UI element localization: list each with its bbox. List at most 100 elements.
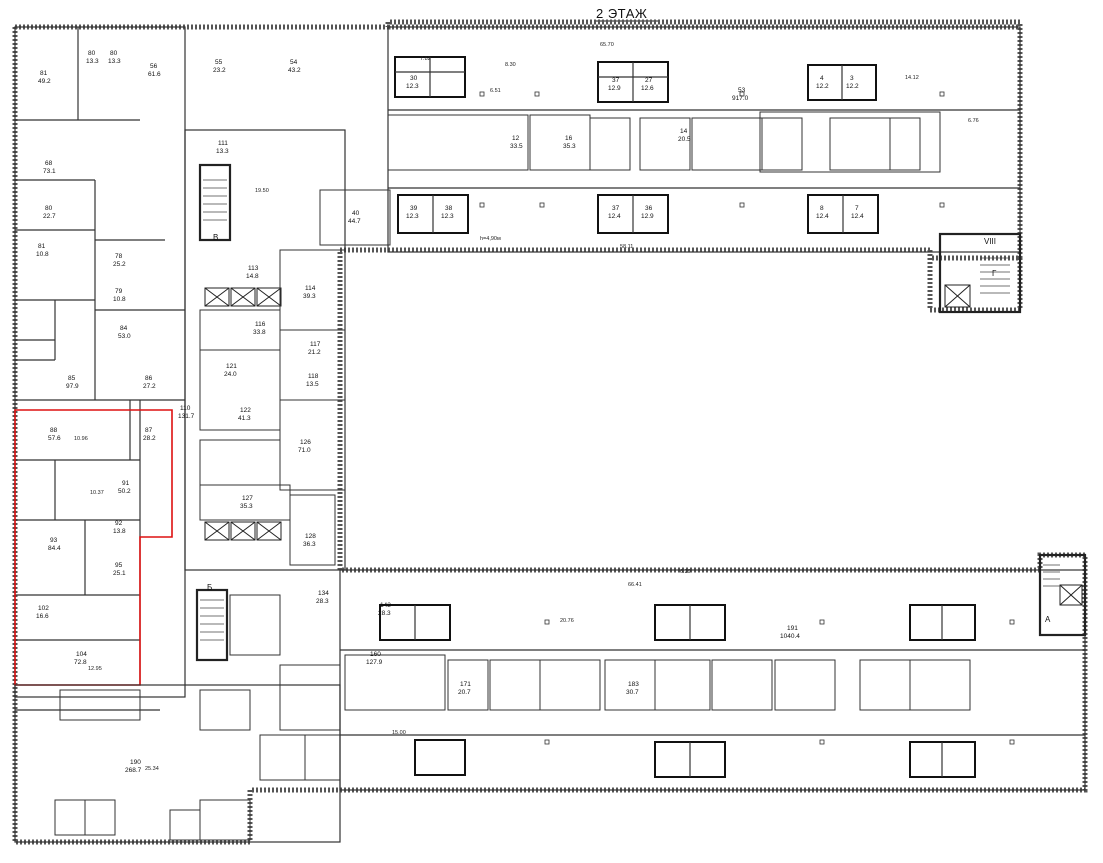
- room-area: 917.0: [732, 95, 749, 102]
- room-area: 13.5: [306, 381, 319, 388]
- dimension: 10.96: [74, 436, 88, 442]
- room-area: 28.3: [316, 598, 329, 605]
- room-number: 110: [180, 405, 191, 412]
- room-number: 53: [738, 87, 746, 94]
- room-number: 126: [300, 439, 311, 446]
- floor-title: 2 ЭТАЖ: [596, 6, 647, 21]
- room-number: 4: [820, 75, 824, 82]
- highlight-zone: [14, 409, 173, 686]
- dimension: 15.00: [392, 730, 406, 736]
- room-area: 28.2: [143, 435, 156, 442]
- room-area: 33.8: [253, 329, 266, 336]
- room-number: 37: [612, 77, 620, 84]
- dimension-labels: 65.70 14.12 6.76 58.11 66.41 20.76 25.34…: [74, 42, 979, 772]
- room-number: 91: [122, 480, 130, 487]
- room-area: 13.3: [108, 58, 121, 65]
- room-number: 102: [38, 605, 49, 612]
- dimension: 19.50: [255, 188, 269, 194]
- room-number: 7: [855, 205, 859, 212]
- room-number: 79: [115, 288, 123, 295]
- room-area: 44.7: [348, 218, 361, 225]
- room-number: 55: [215, 59, 223, 66]
- room-area: 27.2: [143, 383, 156, 390]
- room-number: 88: [50, 427, 58, 434]
- dimension: 6.29: [680, 569, 691, 575]
- room-number: 38: [445, 205, 453, 212]
- central-core: B: [184, 129, 346, 571]
- room-area: 33.5: [510, 143, 523, 150]
- dimension: 66.41: [628, 582, 642, 588]
- room-area: 13.3: [86, 58, 99, 65]
- room-number: 111: [218, 140, 228, 147]
- dimension: 6.51: [490, 88, 501, 94]
- room-area: 97.9: [66, 383, 79, 390]
- dimension: 7.82: [420, 56, 431, 62]
- room-area: 30.7: [626, 689, 639, 696]
- room-number: 121: [226, 363, 237, 370]
- room-number: 95: [115, 562, 123, 569]
- southwest-wing: Б: [14, 583, 341, 843]
- room-area: 49.2: [38, 78, 51, 85]
- room-area: 1040.4: [780, 633, 800, 640]
- room-number: 113: [248, 265, 259, 272]
- room-area: 61.6: [148, 71, 161, 78]
- room-area: 10.8: [36, 251, 49, 258]
- room-number: 122: [240, 407, 251, 414]
- room-area: 24.0: [224, 371, 237, 378]
- room-number: 39: [410, 205, 418, 212]
- room-number: 80: [88, 50, 96, 57]
- room-number: 40: [352, 210, 360, 217]
- room-area: 12.4: [608, 213, 621, 220]
- room-number: 3: [850, 75, 854, 82]
- room-number: 36: [645, 205, 653, 212]
- room-area: 13.3: [216, 148, 229, 155]
- south-wing: A: [339, 553, 1087, 791]
- room-area: 12.9: [641, 213, 654, 220]
- room-number: 104: [76, 651, 87, 658]
- west-wing: [14, 26, 186, 698]
- dimension: 58.11: [620, 244, 633, 250]
- room-area: 12.3: [441, 213, 454, 220]
- room-area: 268.7: [125, 767, 142, 774]
- block-label-viii: VIII: [984, 237, 996, 246]
- room-number: 117: [310, 341, 321, 348]
- room-area: 12.2: [816, 83, 829, 90]
- room-number: 54: [290, 59, 298, 66]
- room-area: 21.2: [308, 349, 321, 356]
- room-area: 12.3: [406, 83, 419, 90]
- stair-viii: VIII Г: [938, 232, 1022, 314]
- room-area: 20.5: [678, 136, 691, 143]
- room-area: 57.6: [48, 435, 61, 442]
- room-number: 86: [145, 375, 153, 382]
- dimension: 8.30: [505, 62, 516, 68]
- room-number: 12: [512, 135, 520, 142]
- room-number: 84: [120, 325, 128, 332]
- room-area: 23.2: [213, 67, 226, 74]
- dimension: 6.76: [968, 118, 979, 124]
- room-number: 85: [68, 375, 76, 382]
- room-number: 80: [110, 50, 118, 57]
- room-area: 12.6: [641, 85, 654, 92]
- room-area: 12.4: [851, 213, 864, 220]
- room-number: 80: [45, 205, 53, 212]
- room-area: 12.2: [846, 83, 859, 90]
- room-area: 43.2: [288, 67, 301, 74]
- room-number: 81: [40, 70, 48, 77]
- dimension: 10.37: [90, 490, 104, 496]
- room-area: 84.4: [48, 545, 61, 552]
- room-number: 128: [305, 533, 316, 540]
- room-area: 73.1: [43, 168, 56, 175]
- room-area: 12.3: [406, 213, 419, 220]
- north-wing: [319, 26, 1021, 253]
- dimension: 14.12: [905, 75, 919, 81]
- room-number: 191: [787, 625, 798, 632]
- room-area: 36.3: [303, 541, 316, 548]
- room-area: 127.9: [366, 659, 383, 666]
- room-area: 72.8: [74, 659, 87, 666]
- room-number: 143: [380, 602, 391, 609]
- room-area: 35.3: [240, 503, 253, 510]
- dimension: 20.76: [560, 618, 574, 624]
- dimension: 12.95: [88, 666, 102, 672]
- room-area: 12.9: [608, 85, 621, 92]
